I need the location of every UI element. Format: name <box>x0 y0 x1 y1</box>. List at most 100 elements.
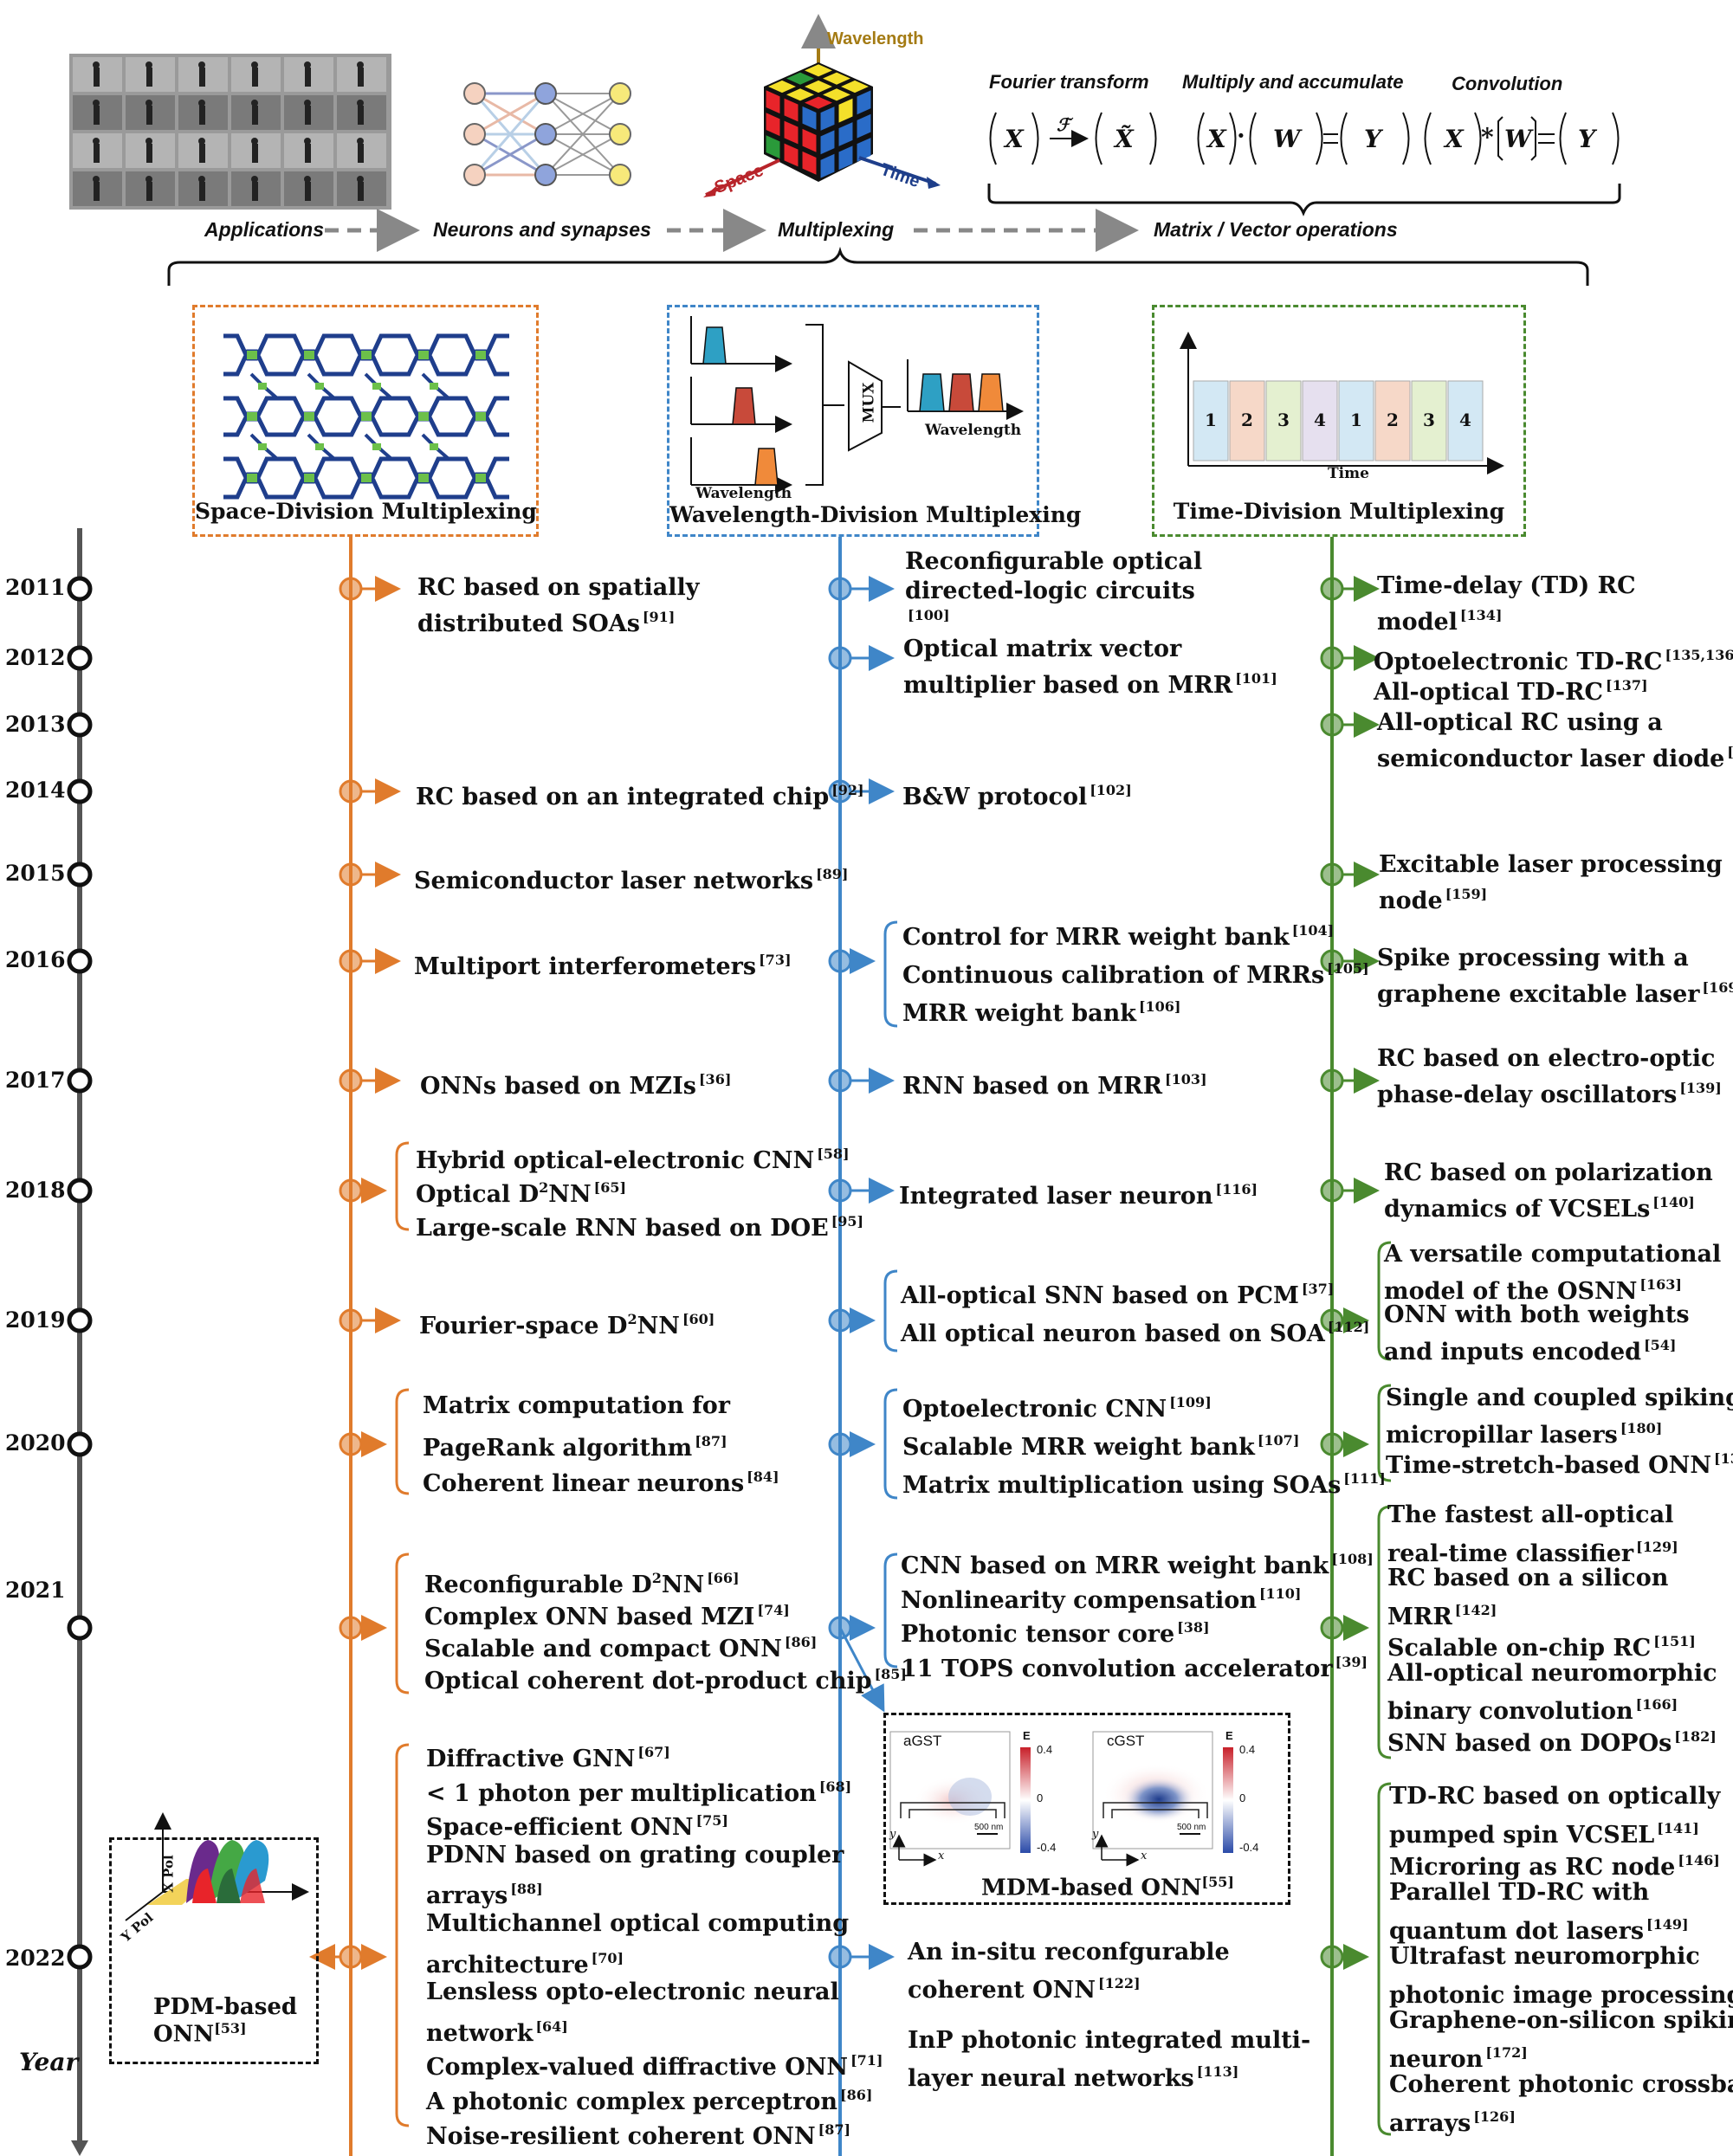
tdm-entry-2021: RC based on a silicon <box>1387 1565 1669 1591</box>
timeline-node <box>339 1432 363 1456</box>
wdm-entry-2021: CNN based on MRR weight bank[108] <box>901 1551 1374 1579</box>
person-silhouette <box>305 144 311 163</box>
math-y-conv: Y <box>1578 125 1595 153</box>
top-brace <box>167 246 1589 286</box>
sdm-entry-2021: Scalable and compact ONN[86] <box>424 1634 818 1662</box>
person-silhouette <box>305 182 311 201</box>
input-neuron <box>463 123 486 145</box>
timeline-node <box>339 1068 363 1093</box>
wavelength-pulse <box>702 326 727 365</box>
timeline-node <box>339 1178 363 1203</box>
person-head <box>93 61 100 68</box>
person-silhouette <box>94 68 100 87</box>
timeline-node <box>828 1945 852 1969</box>
cube-facelet <box>838 145 853 171</box>
time-slot-label: 3 <box>1423 410 1435 430</box>
pdm-axis-x: X Pol <box>160 1855 177 1893</box>
wavelength-pulse <box>732 387 756 425</box>
time-slot <box>1447 380 1484 462</box>
person-head <box>304 138 311 145</box>
cube-facelet <box>766 135 780 159</box>
year-label-2013: 2013 <box>5 712 66 737</box>
hidden-neuron <box>534 82 557 105</box>
timeline-node <box>1320 1178 1344 1203</box>
wdm-entry-2014: B&W protocol[102] <box>902 782 1132 810</box>
tdm-entry-2019: A versatile computational <box>1384 1241 1722 1268</box>
wdm-axis-wavelength: Wavelength <box>695 485 792 502</box>
cube-facelet <box>802 128 817 152</box>
timeline-node <box>339 949 363 973</box>
output-neuron <box>609 123 631 145</box>
output-neuron <box>609 82 631 105</box>
year-marker <box>67 1944 93 1970</box>
phase-shifter <box>418 474 429 482</box>
year-label-2018: 2018 <box>5 1178 66 1203</box>
tdm-entry-2021: binary convolution[166] <box>1387 1696 1678 1725</box>
person-silhouette <box>199 144 205 163</box>
person-silhouette <box>305 68 311 87</box>
cube-facelet <box>784 120 799 145</box>
timeline-node <box>1320 1432 1344 1456</box>
flow-applications: Applications <box>204 218 325 241</box>
time-slot-label: 1 <box>1205 410 1217 430</box>
year-marker <box>67 1307 93 1333</box>
year-label-2021: 2021 <box>5 1578 66 1603</box>
mdm-axis-x-2: x <box>1141 1849 1148 1862</box>
cube-facelet <box>802 106 817 130</box>
phase-shifter <box>361 412 372 421</box>
tdm-entry-2021: All-optical neuromorphic <box>1387 1659 1717 1687</box>
person-head <box>251 100 258 107</box>
mdm-box: aGST cGST E E 0.4 0 -0.4 0.4 0 -0.4 500 … <box>883 1713 1290 1905</box>
tdm-entry-2020: Single and coupled spiking <box>1386 1385 1733 1411</box>
sdm-entry-2014: RC based on an integrated chip[92] <box>416 782 864 810</box>
cube-facelet <box>786 88 814 101</box>
phase-shifter <box>304 474 314 482</box>
time-slot-label: 4 <box>1459 410 1471 430</box>
time-slot <box>1193 380 1229 462</box>
tdm-entry-2020: Time-stretch-based ONN[130] <box>1386 1450 1733 1479</box>
cube-facelet <box>838 98 853 123</box>
person-silhouette <box>94 182 100 201</box>
cube-facelet <box>857 90 871 115</box>
tdm-entry-2019: and inputs encoded[54] <box>1384 1337 1677 1365</box>
person-silhouette <box>146 106 152 125</box>
time-slot <box>1229 380 1265 462</box>
phase-shifter <box>475 474 486 482</box>
timeline-node <box>339 1945 363 1969</box>
sdm-panel: Space-Division Multiplexing <box>192 305 539 537</box>
op-multiply-accumulate: Multiply and accumulate <box>1182 71 1404 93</box>
cube-facelet <box>766 90 780 114</box>
mdm-e-label-2: E <box>1225 1729 1233 1742</box>
sdm-entry-2022: architecture[70] <box>426 1949 624 1978</box>
person-head <box>145 138 152 145</box>
multiplexing-cube-icon <box>703 14 941 197</box>
sdm-entry-2022: PDNN based on grating coupler <box>426 1841 844 1869</box>
year-marker <box>67 645 93 671</box>
phase-shifter <box>247 412 257 421</box>
person-silhouette <box>252 182 258 201</box>
timeline-node <box>339 577 363 601</box>
phase-shifter <box>304 412 314 421</box>
year-label-2012: 2012 <box>5 645 66 670</box>
cube-facelet <box>766 113 780 137</box>
cube-facelet <box>823 88 850 101</box>
math-w-mac: W <box>1273 125 1301 153</box>
muxed-pulse <box>919 373 945 412</box>
grouping-bracket <box>1377 1782 1392 2136</box>
sdm-entry-2022: arrays[88] <box>426 1881 543 1910</box>
person-head <box>304 100 311 107</box>
pdm-onn-graphic <box>125 1812 309 1921</box>
sdm-entry-2020: PageRank algorithm[87] <box>423 1433 727 1462</box>
tdm-entry-2022: Coherent photonic crossbar <box>1389 2071 1733 2098</box>
person-head <box>145 176 152 183</box>
cube-facelet <box>857 113 871 139</box>
sdm-entry-2021: Optical coherent dot-product chip[85] <box>424 1666 907 1694</box>
cube-facelet <box>841 80 869 94</box>
person-head <box>251 61 258 68</box>
timeline-node <box>339 1616 363 1640</box>
time-slot-label: 1 <box>1350 410 1362 430</box>
